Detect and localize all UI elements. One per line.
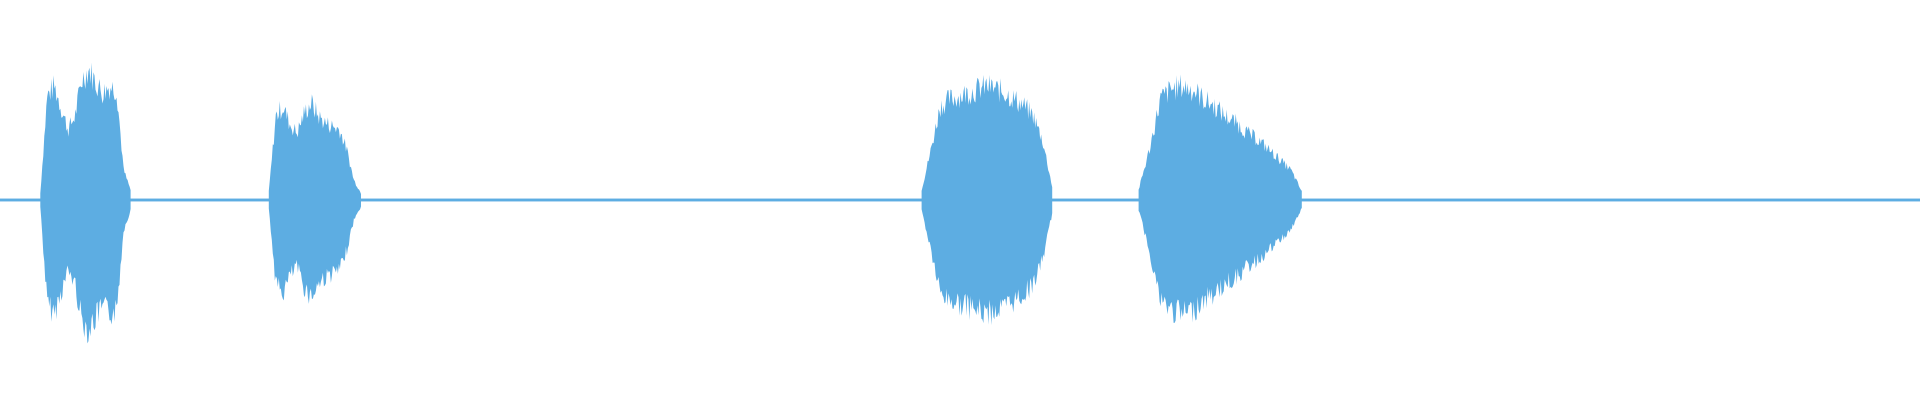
waveform-segment-4 bbox=[1138, 74, 1302, 323]
waveform-segment-3 bbox=[921, 75, 1053, 326]
waveform-segment-2 bbox=[268, 94, 361, 304]
waveform-segment-1 bbox=[40, 62, 131, 344]
